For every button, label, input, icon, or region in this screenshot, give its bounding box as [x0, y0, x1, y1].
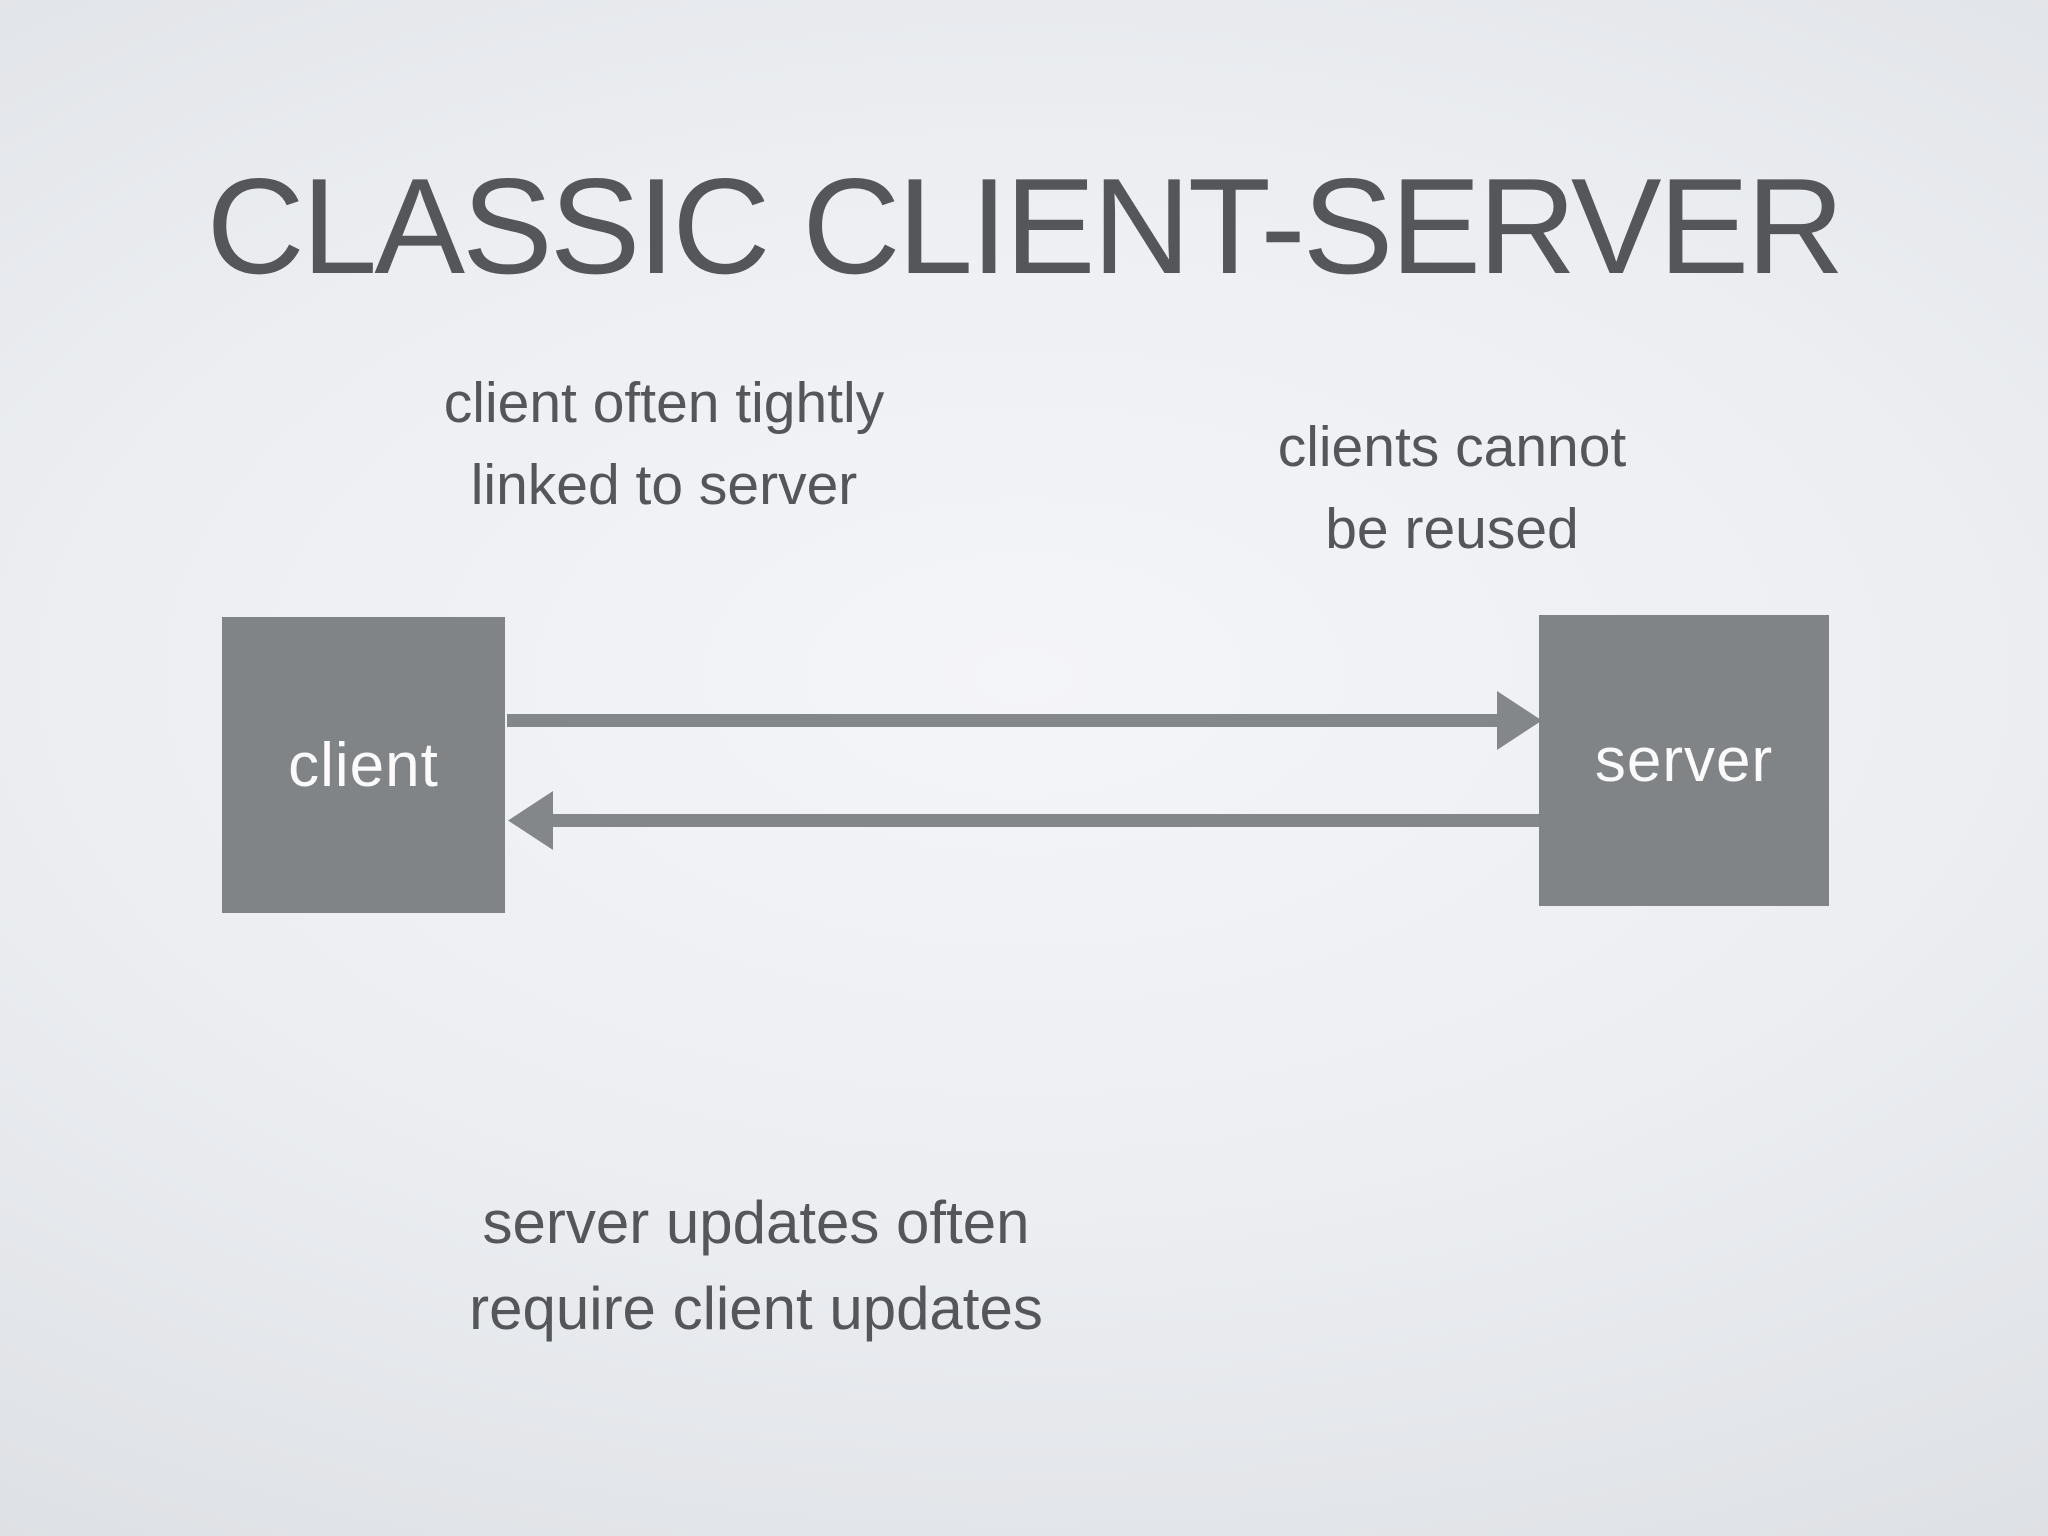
client-node: client: [222, 617, 505, 913]
annotation-line: server updates often: [482, 1189, 1030, 1256]
annotation-server-updates: server updates often require client upda…: [469, 1180, 1043, 1352]
server-node-label: server: [1594, 726, 1774, 795]
server-node: server: [1539, 615, 1829, 906]
annotation-client-linked: client often tightly linked to server: [444, 362, 884, 526]
annotation-clients-not-reused: clients cannot be reused: [1278, 406, 1627, 570]
annotation-line: linked to server: [470, 453, 858, 517]
annotation-line: require client updates: [469, 1275, 1043, 1342]
annotation-line: client often tightly: [443, 371, 885, 435]
slide-title: CLASSIC CLIENT-SERVER: [206, 150, 1844, 302]
server-to-client-arrow: [508, 791, 1540, 850]
annotation-line: clients cannot: [1277, 415, 1627, 479]
client-to-server-arrow: [507, 691, 1542, 750]
annotation-line: be reused: [1325, 497, 1579, 561]
client-node-label: client: [288, 730, 439, 800]
